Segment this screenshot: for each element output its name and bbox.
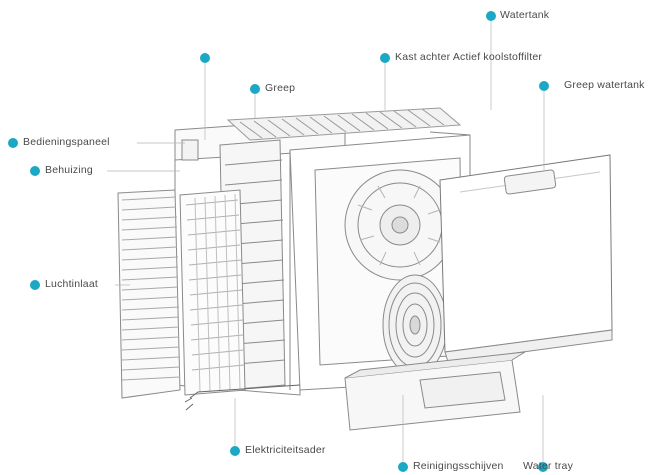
callout-badge-5-top bbox=[200, 53, 210, 63]
label-kast-filter: Kast achter Actief koolstoffilter bbox=[395, 51, 543, 63]
fan-assembly bbox=[344, 169, 456, 281]
callout-badge-1 bbox=[30, 166, 40, 176]
water-tank bbox=[439, 154, 613, 363]
callout-badge-8b bbox=[538, 462, 548, 472]
callout-badge-6 bbox=[486, 11, 496, 21]
label-elektriciteitsader: Elektriciteitsader bbox=[245, 444, 326, 456]
callout-badge-7 bbox=[539, 81, 549, 91]
top-cooling-fins bbox=[226, 107, 462, 141]
callout-badge-5 bbox=[380, 53, 390, 63]
label-greep-watertank: Greep watertank bbox=[564, 79, 645, 91]
label-bedieningspaneel: Bedieningspaneel bbox=[23, 136, 110, 148]
label-reinigingsschijven: Reinigingsschijven bbox=[413, 460, 504, 472]
callout-badge-8 bbox=[398, 462, 408, 472]
water-tray bbox=[344, 351, 526, 431]
hepa-filter-panel bbox=[179, 189, 246, 396]
label-greep: Greep bbox=[265, 82, 296, 94]
air-inlet-grille bbox=[117, 189, 181, 399]
callout-badge-4 bbox=[250, 84, 260, 94]
callout-badge-10 bbox=[30, 280, 40, 290]
label-water-tray: Water tray bbox=[523, 460, 574, 472]
label-watertank: Watertank bbox=[500, 9, 550, 21]
callout-badge-9 bbox=[230, 446, 240, 456]
label-behuizing: Behuizing bbox=[45, 164, 93, 176]
label-luchtinlaat: Luchtinlaat bbox=[45, 278, 98, 290]
power-cord bbox=[184, 384, 301, 411]
leader-lines bbox=[107, 20, 545, 463]
callout-badges bbox=[8, 11, 549, 472]
cleaning-discs bbox=[382, 274, 448, 376]
callout-badge-2 bbox=[8, 138, 18, 148]
